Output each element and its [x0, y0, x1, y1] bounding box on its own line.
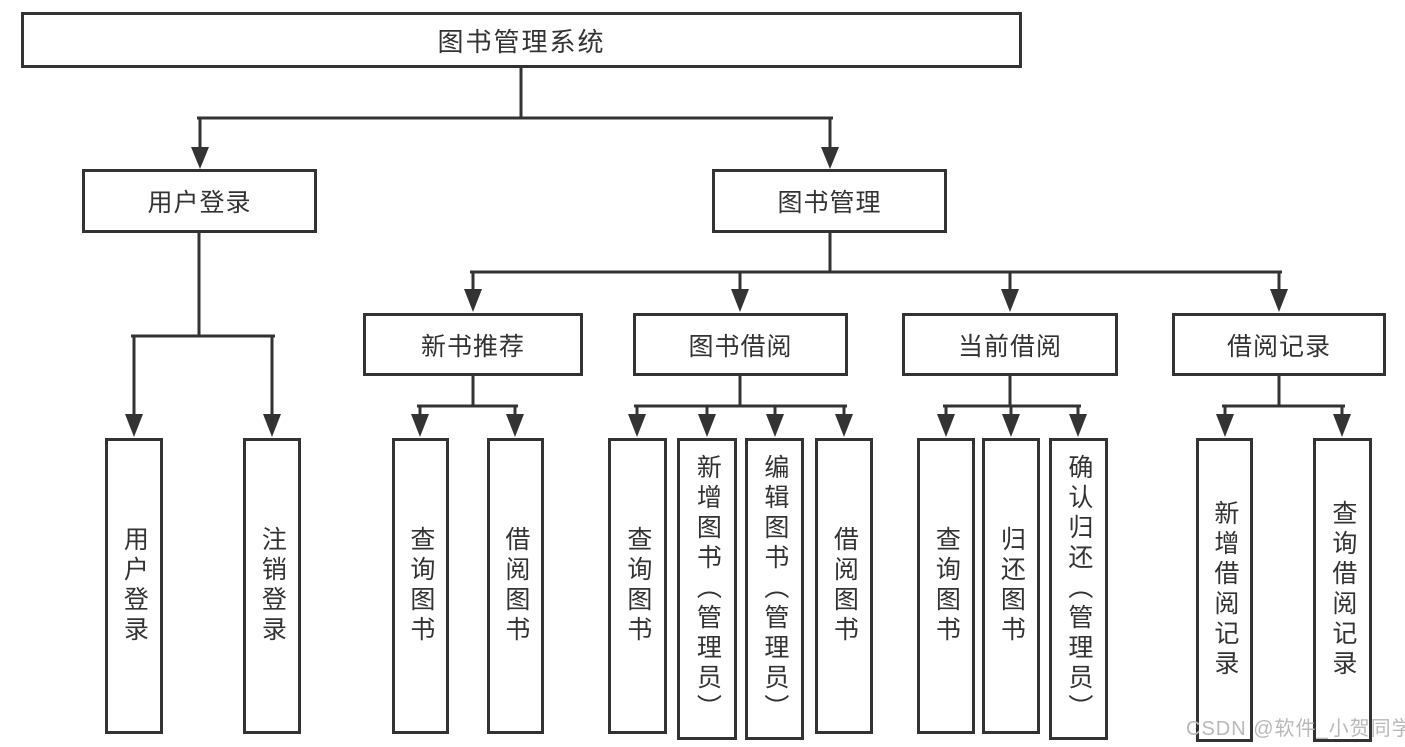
node-book-borrow: 图书借阅	[633, 313, 848, 376]
leaf-add-books-admin-label: 新增图书（管理员）	[693, 454, 722, 724]
leaf-add-books-admin: 新增图书（管理员）	[677, 438, 737, 740]
node-book-management-label: 图书管理	[777, 189, 882, 217]
node-user-login-label: 用户登录	[147, 189, 252, 217]
leaf-user-login: 用户登录	[105, 438, 163, 734]
leaf-add-borrow-record-label: 新增借阅记录	[1210, 500, 1239, 680]
leaf-user-login-label: 用户登录	[120, 526, 149, 646]
node-book-management: 图书管理	[712, 169, 947, 233]
node-borrow-records-label: 借阅记录	[1226, 332, 1331, 361]
leaf-query-books-current: 查询图书	[917, 438, 975, 734]
leaf-borrow-books: 借阅图书	[815, 438, 873, 734]
node-current-borrow-label: 当前借阅	[957, 332, 1062, 361]
node-root: 图书管理系统	[21, 12, 1022, 68]
leaf-return-books: 归还图书	[982, 438, 1040, 734]
leaf-edit-books-admin-label: 编辑图书（管理员）	[760, 454, 789, 724]
watermark: CSDN @软件_小贺同学	[1186, 718, 1405, 740]
leaf-query-books-borrow-label: 查询图书	[623, 526, 652, 646]
leaf-confirm-return-admin-label: 确认归还（管理员）	[1064, 454, 1093, 724]
leaf-logout-label: 注销登录	[258, 526, 287, 646]
node-current-borrow: 当前借阅	[902, 313, 1118, 376]
node-borrow-records: 借阅记录	[1172, 313, 1386, 376]
node-new-book-recommend: 新书推荐	[363, 313, 583, 376]
leaf-query-borrow-record: 查询借阅记录	[1313, 438, 1372, 742]
leaf-query-books-recommend-label: 查询图书	[406, 526, 435, 646]
node-root-label: 图书管理系统	[437, 26, 606, 57]
leaf-confirm-return-admin: 确认归还（管理员）	[1049, 438, 1108, 740]
leaf-return-books-label: 归还图书	[997, 526, 1026, 646]
leaf-borrow-books-label: 借阅图书	[830, 526, 859, 646]
leaf-logout: 注销登录	[243, 438, 301, 734]
leaf-query-books-recommend: 查询图书	[392, 438, 449, 734]
node-book-borrow-label: 图书借阅	[688, 332, 793, 361]
leaf-add-borrow-record: 新增借阅记录	[1196, 438, 1253, 742]
node-user-login: 用户登录	[82, 169, 317, 233]
leaf-borrow-books-recommend-label: 借阅图书	[501, 526, 530, 646]
leaf-query-borrow-record-label: 查询借阅记录	[1328, 500, 1357, 680]
leaf-query-books-current-label: 查询图书	[932, 526, 961, 646]
leaf-query-books-borrow: 查询图书	[608, 438, 667, 734]
leaf-borrow-books-recommend: 借阅图书	[487, 438, 544, 734]
node-new-book-recommend-label: 新书推荐	[420, 332, 525, 361]
leaf-edit-books-admin: 编辑图书（管理员）	[745, 438, 804, 740]
